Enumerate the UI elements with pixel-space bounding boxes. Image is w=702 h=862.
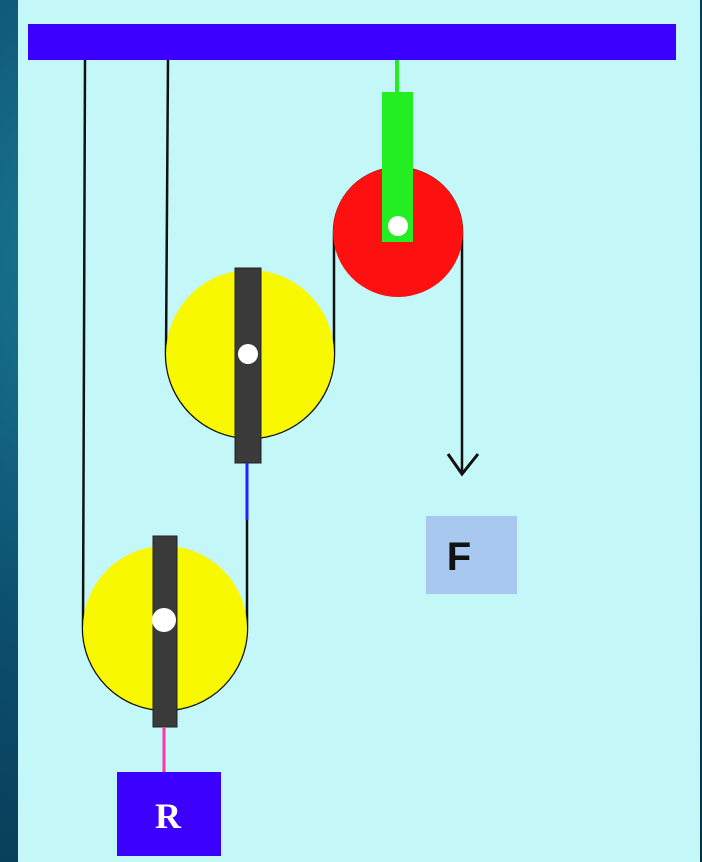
fixed-pulley-axle-pin [388,216,408,236]
lower-pulley-axle-pin [152,608,176,632]
middle-pulley-axle-pin [238,344,258,364]
force-arrow-head [446,453,480,477]
rope-middle-left-strand [164,59,170,355]
load-label: R [155,796,182,836]
diagram-canvas [18,0,700,862]
ceiling-beam [28,24,676,60]
load-box [117,772,221,856]
force-box [426,516,517,594]
rope-lower-left-strand [81,59,87,629]
middle-pulley-axle-bar [234,267,262,464]
force-label: F [447,535,471,579]
